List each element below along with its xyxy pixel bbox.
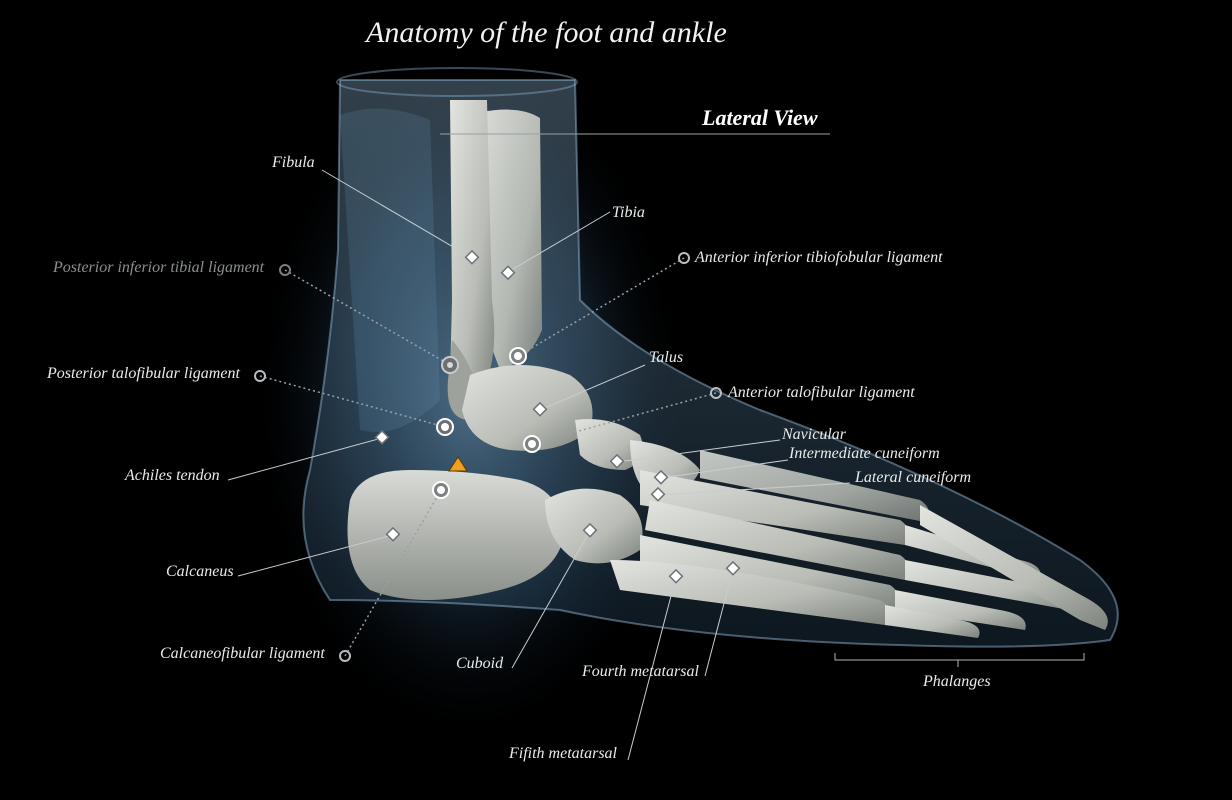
diamond-marker-icon — [725, 560, 741, 576]
leader-posterior-talofibular — [259, 375, 446, 428]
ring-marker-icon — [509, 347, 527, 365]
label-posterior-inferior-tibial-ligament: Posterior inferior tibial ligament — [53, 259, 265, 276]
label-calcaneus: Calcaneus — [166, 563, 234, 580]
phalanges-bracket — [834, 653, 1085, 667]
ring-marker-icon — [436, 418, 454, 436]
label-talus: Talus — [649, 349, 684, 366]
label-calcaneofibular-ligament: Calcaneofibular ligament — [160, 645, 325, 662]
label-lateral-cuneiform: Lateral cuneiform — [855, 469, 971, 486]
label-achiles-tendon: Achiles tendon — [125, 467, 220, 484]
label-fifth-metatarsal: Fifith metatarsal — [509, 745, 617, 762]
diamond-marker-icon — [385, 526, 401, 542]
ring-icon — [710, 387, 722, 399]
label-tibia: Tibia — [612, 204, 645, 221]
label-cuboid: Cuboid — [456, 655, 504, 672]
diamond-marker-icon — [374, 429, 390, 445]
leader-posterior-inferior-tibial — [284, 269, 451, 366]
page-title: Anatomy of the foot and ankle — [366, 16, 727, 49]
ring-icon — [254, 370, 266, 382]
phalanx-bones — [885, 505, 1108, 638]
diamond-marker-icon — [609, 453, 625, 469]
leader-calcaneofibular — [344, 489, 442, 657]
ligament-markers — [432, 347, 541, 499]
ring-icon — [339, 650, 351, 662]
ring-marker-icon — [523, 435, 541, 453]
leader-intermediate-cuneiform — [660, 459, 789, 479]
label-posterior-talofibular-ligament: Posterior talofibular ligament — [47, 365, 240, 382]
diamond-marker-icon — [500, 265, 516, 281]
diamond-marker-icon — [582, 522, 598, 538]
leader-achiles — [227, 437, 383, 481]
leader-anterior-talofibular — [531, 392, 717, 445]
view-label: Lateral View — [702, 105, 818, 130]
label-anterior-talofibular-ligament: Anterior talofibular ligament — [728, 384, 915, 401]
ring-icon — [279, 264, 291, 276]
talus-bone — [462, 365, 593, 451]
calcaneus-bone — [347, 470, 565, 600]
diamond-marker-icon — [464, 249, 480, 265]
label-fibula: Fibula — [272, 154, 315, 171]
label-navicular: Navicular — [782, 426, 846, 443]
soft-tissue-silhouette — [260, 67, 1119, 730]
leader-tibia — [507, 211, 611, 273]
ligament-leader-lines — [259, 257, 717, 657]
label-anterior-inferior-tibiofibular-ligament: Anterior inferior tibiofobular ligament — [695, 249, 943, 266]
bone-markers — [374, 249, 741, 584]
leader-anterior-inferior-tibiofibular — [517, 257, 685, 357]
leader-cuboid — [511, 530, 591, 669]
label-intermediate-cuneiform: Intermediate cuneiform — [789, 445, 940, 462]
diamond-marker-icon — [653, 469, 669, 485]
label-rings — [254, 252, 722, 662]
label-fourth-metatarsal: Fourth metatarsal — [582, 663, 699, 680]
ring-marker-icon — [432, 481, 450, 499]
leader-fibula — [321, 169, 473, 259]
warning-triangle-icon — [448, 456, 468, 472]
ring-marker-icon — [441, 356, 459, 374]
leader-fifth-metatarsal — [627, 576, 677, 761]
leader-talus — [539, 364, 646, 411]
leader-lines — [227, 169, 851, 761]
leader-lateral-cuneiform — [657, 482, 851, 496]
leader-calcaneus — [237, 534, 394, 577]
ring-icon — [678, 252, 690, 264]
diamond-marker-icon — [532, 401, 548, 417]
diamond-marker-icon — [650, 486, 666, 502]
diamond-marker-icon — [668, 568, 684, 584]
leader-navicular — [616, 439, 781, 463]
leader-fourth-metatarsal — [704, 568, 734, 677]
label-phalanges: Phalanges — [923, 673, 991, 690]
